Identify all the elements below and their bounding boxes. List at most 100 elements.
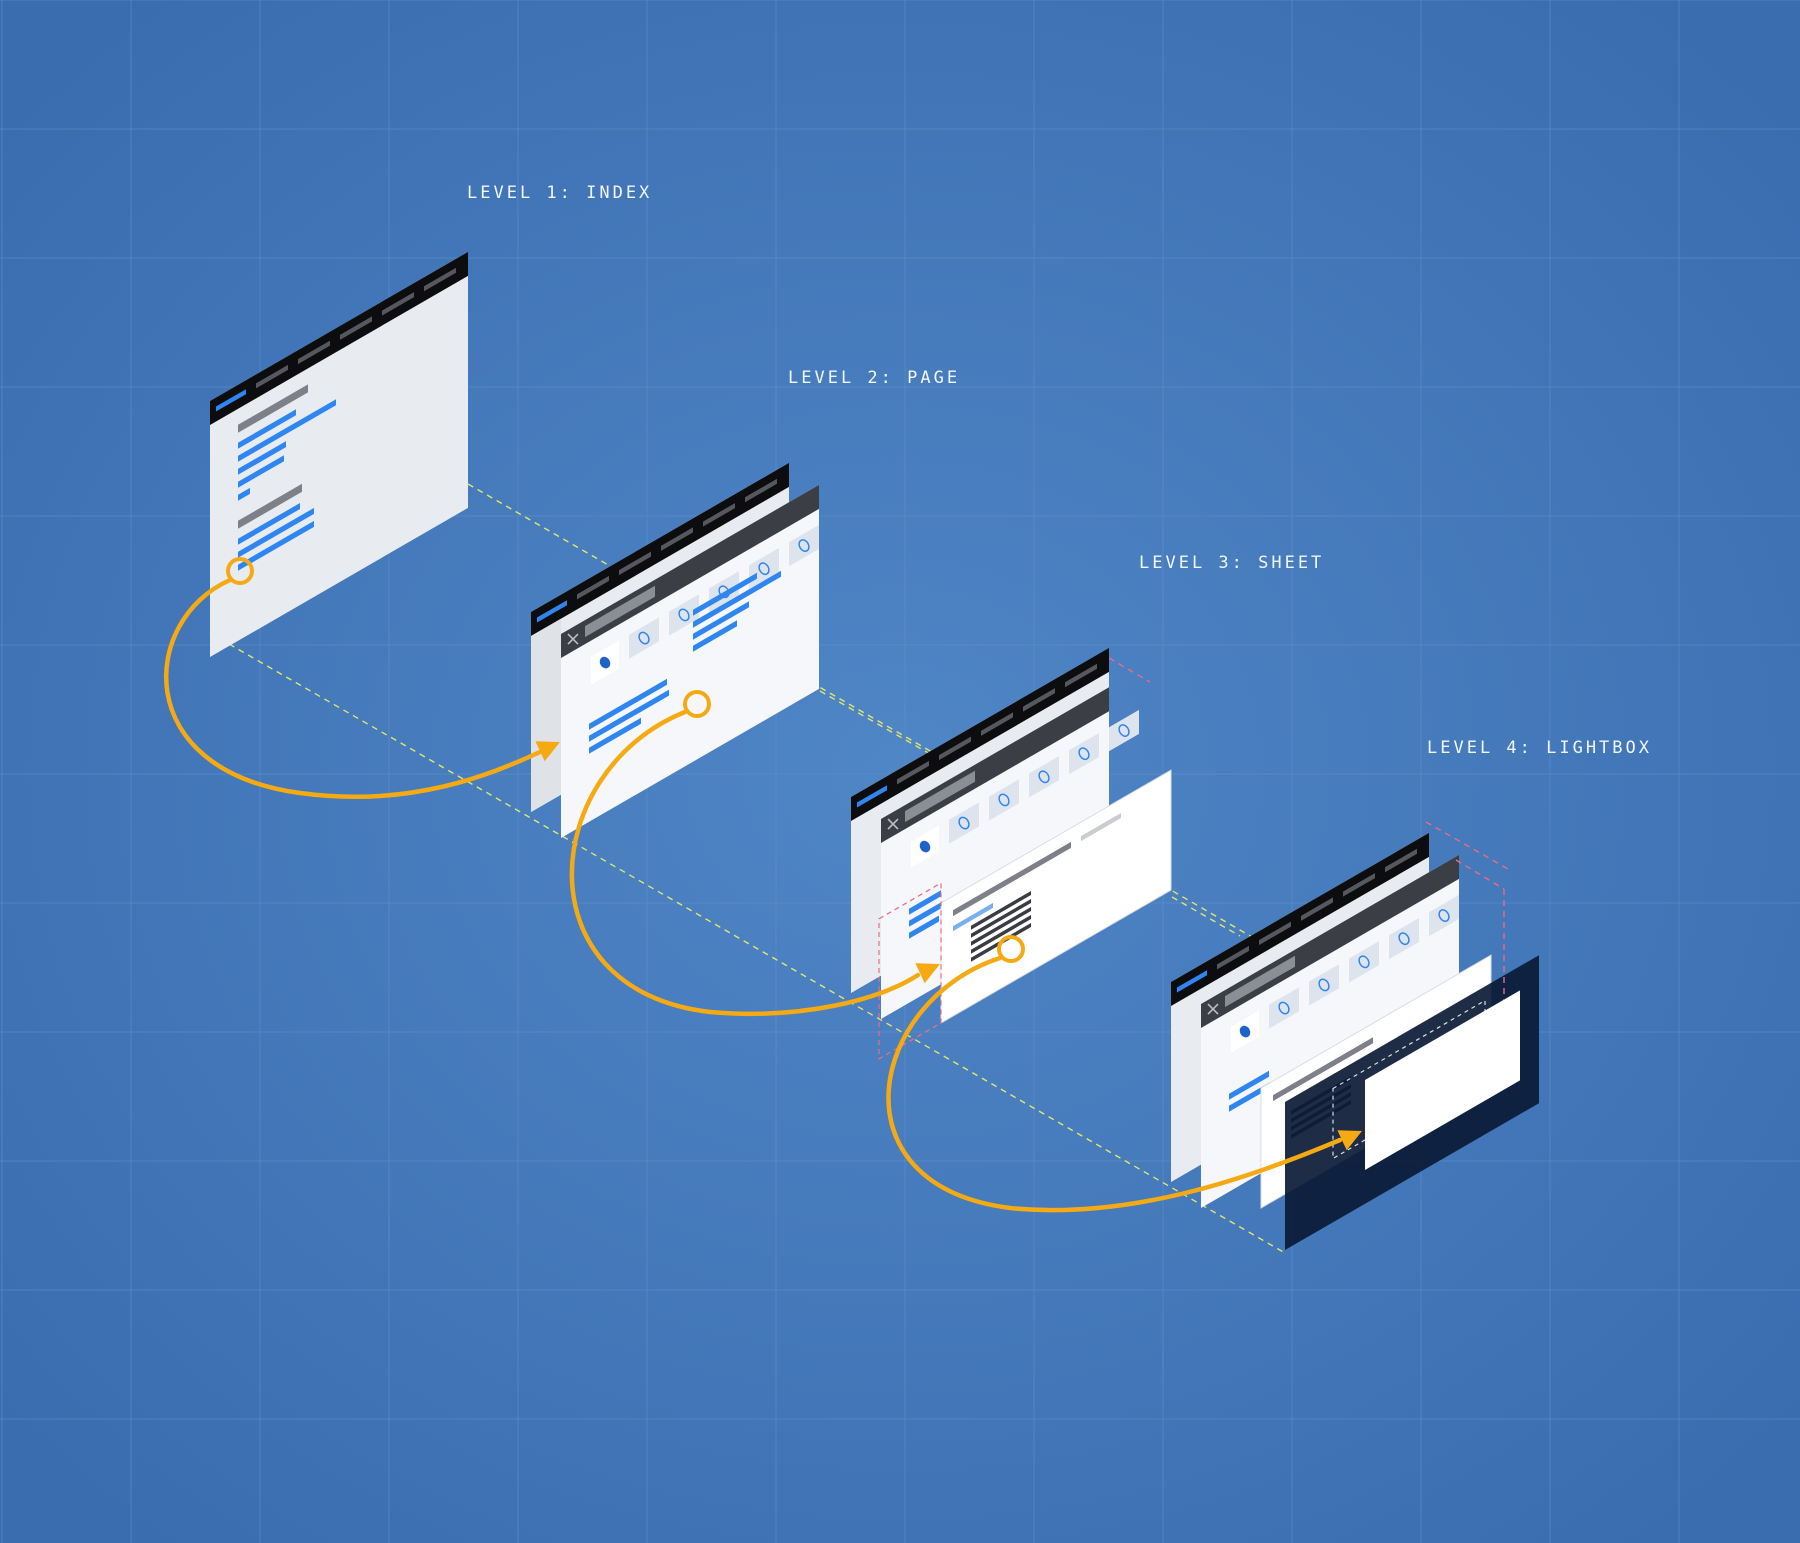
tab: [298, 340, 330, 365]
circle-icon: [1118, 724, 1130, 737]
circle-icon: [758, 562, 770, 576]
circle-icon: [678, 608, 690, 622]
tab: [424, 267, 456, 292]
tab: [703, 503, 735, 527]
sheet-heading: [1273, 1037, 1373, 1102]
sheet-link: [953, 902, 993, 932]
tab: [382, 292, 414, 316]
titlebar: [851, 647, 1109, 821]
link-bar: [693, 620, 737, 652]
icon-tile: [669, 594, 699, 636]
text-line: [971, 915, 1031, 954]
guide-line: [1425, 821, 1509, 870]
link-bar: [693, 601, 749, 640]
link-bar: [589, 678, 667, 730]
link-bar: [909, 890, 941, 915]
icon-tile: [1029, 756, 1059, 798]
guide-line: [1171, 896, 1241, 937]
text-line: [971, 899, 1031, 938]
arrowhead-icon: [535, 741, 560, 762]
link-bar: [589, 717, 641, 754]
level-1-index-window: [210, 251, 468, 657]
circle-icon: [1078, 747, 1090, 761]
window-body: [210, 251, 468, 657]
link-bar: [238, 507, 314, 558]
tab: [661, 527, 693, 551]
active-tab: [216, 389, 246, 412]
icon-tile: [1069, 733, 1099, 775]
level-2-label: LEVEL 2: PAGE: [788, 368, 961, 388]
titlebar: [210, 251, 468, 425]
tab: [1343, 873, 1375, 897]
tab: [1065, 663, 1097, 688]
page-toolbar: [881, 687, 1109, 843]
close-icon: [887, 818, 899, 830]
circle-icon: [1318, 978, 1330, 992]
link-bar: [238, 441, 286, 475]
link-bar: [693, 570, 781, 628]
text-line: [971, 891, 1031, 930]
circle-icon: [1398, 932, 1410, 946]
circle-icon: [1358, 955, 1370, 969]
icon-tile: [1429, 894, 1459, 937]
link-bar: [238, 487, 250, 501]
active-tab: [537, 600, 567, 623]
cursor-ring-icon: [683, 690, 711, 718]
link-bar: [238, 503, 300, 545]
icon-tile: [949, 802, 979, 844]
tab: [1385, 848, 1417, 873]
link-bar: [238, 409, 296, 449]
icon-tile: [629, 617, 659, 659]
circle-icon: [798, 539, 810, 552]
sheet-heading: [953, 841, 1071, 917]
link-bar: [589, 689, 669, 742]
tab: [1259, 921, 1291, 946]
close-icon: [567, 633, 579, 645]
title-bar: [1225, 955, 1295, 1008]
arrowhead-icon: [1337, 1130, 1362, 1151]
icon-tile: [989, 779, 1019, 821]
sheet-outline: [878, 881, 942, 1060]
guide-line: [1455, 859, 1505, 890]
level-4-label: LEVEL 4: LIGHTBOX: [1427, 738, 1652, 758]
cursor-ring-icon: [226, 557, 254, 585]
link-bar: [238, 455, 284, 488]
flow-arrow-3-to-4: [886, 955, 1343, 1213]
heading-bar: [238, 483, 302, 529]
circle-icon: [1239, 1025, 1251, 1038]
circle-icon: [998, 793, 1010, 807]
circle-icon: [1438, 909, 1450, 922]
title-bar: [585, 585, 655, 638]
arrowhead-icon: [915, 963, 940, 984]
page-toolbar: [561, 484, 819, 658]
icon-tile: [789, 524, 819, 567]
tab: [256, 364, 288, 389]
link-bar: [693, 572, 757, 616]
icon-tile: [1309, 964, 1339, 1006]
level-3-page-window: [881, 687, 1139, 1019]
titlebar: [1171, 832, 1429, 1006]
tab: [619, 551, 651, 576]
link-bar: [1229, 1070, 1269, 1100]
tab: [1023, 688, 1055, 712]
guide-line: [209, 632, 1286, 1254]
tab: [939, 736, 971, 761]
flow-arrow-2-to-3: [569, 709, 921, 1017]
flow-arrows: [163, 557, 1362, 1213]
icon-tile: [1349, 941, 1379, 983]
circle-icon: [599, 656, 611, 669]
level-3-label: LEVEL 3: SHEET: [1139, 553, 1325, 573]
lightbox-card: [1365, 990, 1520, 1170]
circle-icon: [958, 816, 970, 830]
active-tab: [857, 785, 887, 808]
icon-tile: [1269, 987, 1299, 1029]
tab: [745, 478, 777, 503]
link-bar: [1229, 1082, 1269, 1112]
active-tab: [1177, 970, 1207, 993]
guide-line: [1108, 657, 1151, 683]
text-line: [971, 907, 1031, 946]
level-1-label: LEVEL 1: INDEX: [467, 183, 653, 203]
